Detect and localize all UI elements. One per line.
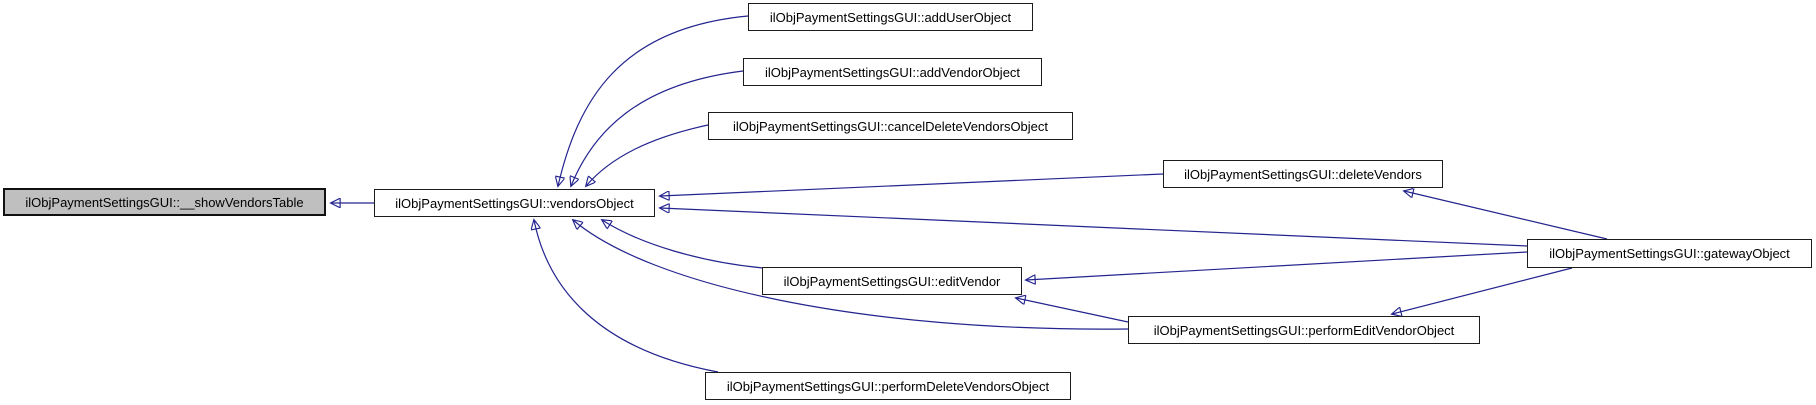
- edge-editVendor-vendorsObject: [602, 220, 764, 269]
- node-vendors-object[interactable]: ilObjPaymentSettingsGUI::vendorsObject: [374, 189, 655, 217]
- node-add-user-object[interactable]: ilObjPaymentSettingsGUI::addUserObject: [748, 3, 1033, 31]
- edge-gatewayObject-performEditVendorObject: [1392, 267, 1573, 314]
- edge-performEditVendorObject-vendorsObject: [573, 220, 1129, 330]
- edge-cancelDeleteVendorsObject-vendorsObject: [586, 124, 709, 186]
- node-delete-vendors[interactable]: ilObjPaymentSettingsGUI::deleteVendors: [1163, 160, 1443, 188]
- edge-performEditVendorObject-editVendor: [1016, 298, 1129, 323]
- edge-addUserObject-vendorsObject: [558, 15, 749, 186]
- node-show-vendors-table[interactable]: ilObjPaymentSettingsGUI::__showVendorsTa…: [3, 188, 326, 216]
- node-edit-vendor[interactable]: ilObjPaymentSettingsGUI::editVendor: [762, 267, 1022, 295]
- node-perform-delete-vendors-object[interactable]: ilObjPaymentSettingsGUI::performDeleteVe…: [705, 372, 1071, 400]
- node-cancel-delete-vendors-object[interactable]: ilObjPaymentSettingsGUI::cancelDeleteVen…: [708, 112, 1073, 140]
- node-perform-edit-vendor-object[interactable]: ilObjPaymentSettingsGUI::performEditVend…: [1128, 316, 1480, 344]
- edge-addVendorObject-vendorsObject: [571, 70, 744, 186]
- edge-gatewayObject-deleteVendors: [1404, 191, 1608, 240]
- edge-deleteVendors-vendorsObject: [660, 173, 1164, 196]
- node-add-vendor-object[interactable]: ilObjPaymentSettingsGUI::addVendorObject: [743, 58, 1042, 86]
- edge-gatewayObject-editVendor: [1026, 251, 1528, 280]
- node-gateway-object[interactable]: ilObjPaymentSettingsGUI::gatewayObject: [1527, 239, 1812, 268]
- edge-gatewayObject-vendorsObject: [660, 208, 1528, 247]
- edge-performDeleteVendorsObject-vendorsObject: [534, 220, 719, 373]
